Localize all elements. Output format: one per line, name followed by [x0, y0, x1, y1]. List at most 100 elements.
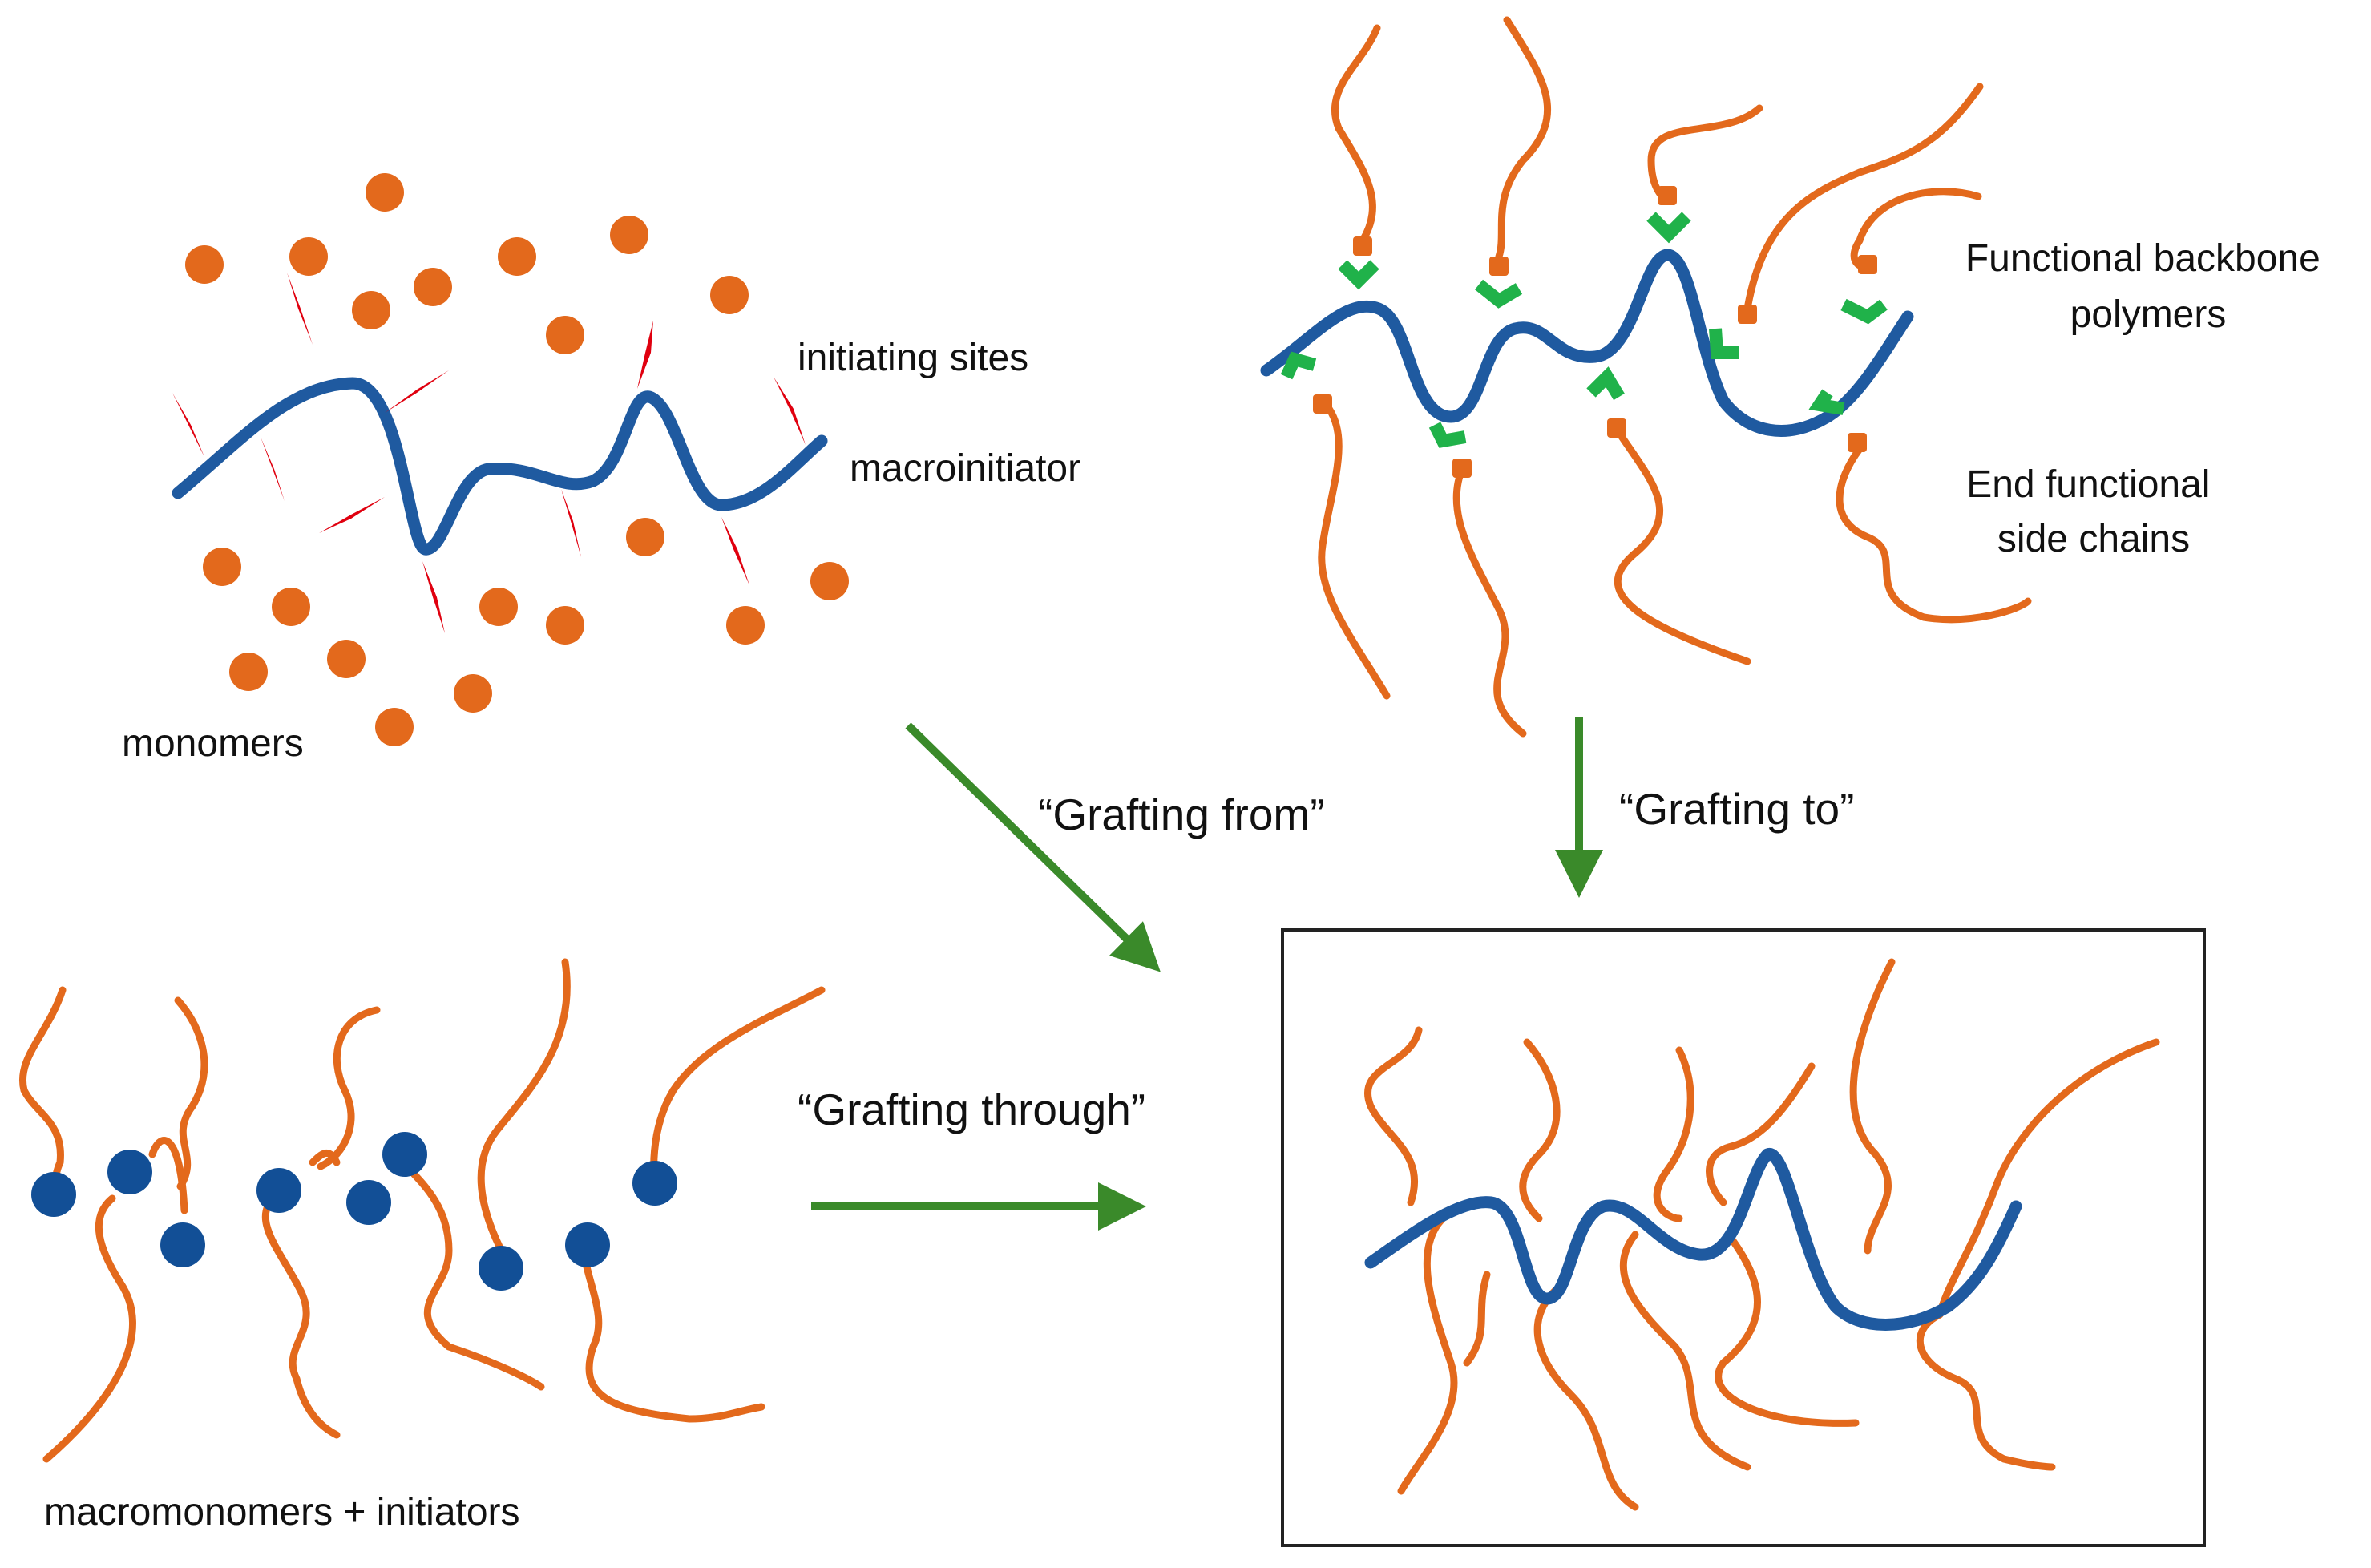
side-chain — [1836, 445, 2032, 624]
functional-group-connector — [1840, 298, 1888, 325]
side-chain — [1614, 429, 1751, 665]
brush-side-chain — [1653, 1046, 1694, 1222]
monomer-dot — [810, 562, 849, 600]
functional-group-connector — [1280, 351, 1317, 380]
side-chain — [1743, 83, 1984, 313]
macromonomer-chain — [650, 986, 826, 1190]
macromonomer-end-dot — [160, 1222, 205, 1267]
chain-end-group — [1313, 394, 1332, 414]
macromonomer-chain — [317, 1006, 381, 1170]
brush-side-chain — [1519, 1038, 1561, 1222]
monomer-group — [185, 173, 849, 746]
macroinitiator-backbone — [172, 377, 828, 556]
grafting-from-arrow-label: “Grafting from” — [1038, 790, 1325, 839]
macromonomer-chain-group — [19, 958, 826, 1463]
initiating-site-diamond — [385, 370, 449, 413]
result-frame — [1281, 928, 2206, 1547]
brush-backbone — [1364, 1148, 2022, 1331]
functional-group-connector — [1428, 422, 1467, 448]
monomer-dot — [203, 548, 241, 586]
monomer-dot — [546, 606, 584, 645]
brush-side-chain — [1533, 1287, 1639, 1511]
macromonomer-end-dot — [256, 1168, 301, 1213]
monomer-dot — [414, 268, 452, 306]
functional-backbone — [1260, 249, 1914, 437]
functional-group-connector — [1709, 328, 1739, 359]
macromonomer-chain — [42, 1194, 136, 1463]
functional-group-connector — [1475, 279, 1523, 309]
functional-group-connector — [1586, 366, 1625, 401]
monomer-dot — [272, 588, 310, 626]
functional-group-connector — [1808, 389, 1845, 415]
monomer-dot — [479, 588, 518, 626]
side-chain — [1647, 104, 1763, 201]
chain-end-group — [1848, 433, 1867, 452]
functional-group-connector — [1646, 212, 1691, 244]
initiating-site-diamond — [287, 273, 313, 345]
macroinitiator-label: macroinitiator — [850, 447, 1080, 490]
functional-group-group — [1280, 212, 1888, 448]
end-group-group — [1313, 186, 1877, 478]
brush-side-chain — [1849, 958, 1896, 1255]
brush-side-chain — [1715, 1235, 1860, 1427]
grafting-to-panel: Functional backbone polymers End functio… — [1260, 16, 2331, 738]
side-chain-group — [1318, 16, 2032, 738]
monomer-dot — [610, 216, 648, 254]
macromonomer-end-dot — [382, 1132, 427, 1177]
monomer-dot — [327, 640, 366, 678]
initiator-dot-group — [31, 1132, 677, 1291]
macromonomer-chain — [261, 1190, 341, 1439]
initiating-site-diamond — [422, 561, 445, 633]
monomer-dot — [454, 674, 492, 713]
side-chain — [1331, 24, 1381, 244]
macromonomer-chain — [19, 986, 67, 1182]
brush-side-chain-group — [1364, 958, 2160, 1511]
initiating-site-diamond — [561, 489, 581, 557]
grafting-through-panel: macromonomers + initiators — [19, 958, 826, 1534]
monomer-dot — [375, 708, 414, 746]
initiating-site-diamond — [637, 321, 653, 389]
macromonomer-chain — [148, 1137, 188, 1214]
side-chain — [1318, 397, 1391, 700]
brush-side-chain — [1916, 1311, 2056, 1471]
brush-side-chain — [1936, 1038, 2160, 1319]
side-chain — [1850, 188, 1982, 270]
chain-end-group — [1738, 305, 1757, 324]
initiating-site-diamond — [261, 437, 285, 501]
initiating-site-diamond — [172, 393, 204, 457]
macromonomer-chain — [395, 1154, 545, 1391]
monomer-dot — [289, 237, 328, 276]
initiating-site-diamond — [721, 517, 749, 585]
side-chain — [1452, 463, 1527, 738]
macromonomer-chain — [309, 1150, 341, 1166]
initiating-site-diamond — [774, 377, 806, 445]
arrow-group — [811, 717, 1603, 1231]
brush-side-chain — [1463, 1271, 1491, 1367]
chain-end-group — [1607, 418, 1626, 438]
end-functional-label: End functional side chains — [1966, 463, 2221, 560]
macromonomer-end-dot — [107, 1150, 152, 1194]
macromonomers-label: macromonomers + initiators — [44, 1491, 520, 1534]
monomers-label: monomers — [122, 722, 304, 765]
monomer-dot — [185, 245, 224, 284]
macromonomer-end-dot — [479, 1246, 523, 1291]
result-panel — [1281, 928, 2206, 1547]
monomer-dot — [229, 653, 268, 691]
grafting-through-arrow-label: “Grafting through” — [798, 1085, 1145, 1134]
macromonomer-end-dot — [565, 1222, 610, 1267]
monomer-dot — [352, 291, 390, 329]
brush-side-chain — [1397, 1214, 1458, 1495]
monomer-dot — [546, 316, 584, 354]
functional-backbone-label: Functional backbone polymers — [1965, 237, 2331, 336]
chain-end-group — [1858, 255, 1877, 274]
grafting-to-arrow-label: “Grafting to” — [1619, 784, 1854, 834]
brush-side-chain — [1364, 1026, 1423, 1206]
monomer-dot — [498, 237, 536, 276]
brush-side-chain — [1619, 1231, 1751, 1471]
side-chain — [1495, 16, 1552, 261]
macromonomer-end-dot — [632, 1161, 677, 1206]
grafting-from-panel: monomers initiating sites macroinitiator — [122, 173, 1080, 765]
initiating-site-diamond — [319, 497, 385, 533]
macromonomer-chain — [577, 1231, 765, 1423]
